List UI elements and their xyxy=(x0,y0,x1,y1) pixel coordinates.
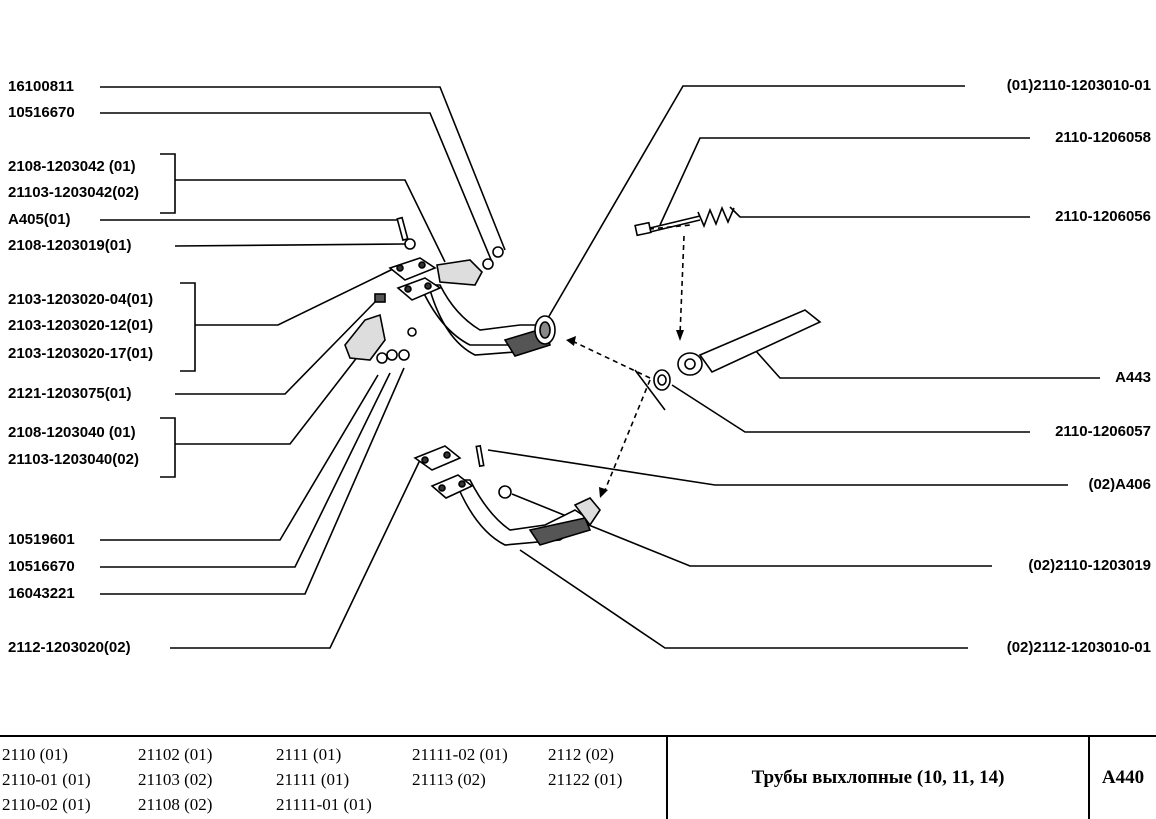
leader-line xyxy=(754,349,1100,379)
part-label: 2103-1203020-12(01) xyxy=(8,317,154,334)
model-entry: 21108 (02) xyxy=(138,795,213,814)
leader-line xyxy=(519,549,968,649)
assembly-line xyxy=(634,369,666,411)
arrow-head xyxy=(599,487,608,498)
part-label: 2121-1203075(01) xyxy=(8,385,132,402)
part-label: 2108-1203042 (01) xyxy=(8,158,136,175)
model-entry: 21111 (01) xyxy=(276,770,350,789)
part-label: (02)2112-1203010-01 xyxy=(1006,639,1151,656)
leader-line xyxy=(175,301,376,395)
model-entry: 21103 (02) xyxy=(138,770,213,789)
model-entry: 21113 (02) xyxy=(412,770,486,789)
exhaust-pipes-diagram: 16100811 10516670 2108-1203042 (01) 2110… xyxy=(8,77,1151,656)
divider xyxy=(1088,737,1090,819)
part-label: (02)2110-1203019 xyxy=(1028,557,1151,574)
part-label: 10516670 xyxy=(8,558,75,575)
part-label: 2110-1206057 xyxy=(1055,423,1151,440)
model-entry: 2110-02 (01) xyxy=(2,795,91,814)
arrow-head xyxy=(676,330,684,341)
part-label: A443 xyxy=(1115,369,1151,386)
part-label: 2112-1203020(02) xyxy=(8,639,131,656)
part-label: 10519601 xyxy=(8,531,75,548)
sheet-code: A440 xyxy=(1101,767,1145,788)
leader-line xyxy=(100,112,493,263)
leader-line xyxy=(174,243,406,247)
leader-line xyxy=(671,384,1030,433)
part-label: (02)A406 xyxy=(1088,476,1151,493)
title-block: 2110 (01) 21102 (01) 2111 (01) 21111-02 … xyxy=(0,735,1156,819)
leader-line xyxy=(170,459,421,649)
leader-line xyxy=(659,137,1030,226)
bolt-with-spring xyxy=(634,205,735,237)
part-label: 2108-1203019(01) xyxy=(8,237,132,254)
assembly-arrow xyxy=(602,379,651,496)
part-label: 2108-1203040 (01) xyxy=(8,424,136,441)
leader-line xyxy=(175,179,446,263)
sheet-title: Трубы выхлопные (10, 11, 14) xyxy=(751,767,1005,788)
front-pipe-02 xyxy=(413,444,601,546)
front-pipe-01 xyxy=(344,216,556,364)
leader-line xyxy=(100,374,379,541)
leader-line xyxy=(100,372,391,568)
diagram-drawing xyxy=(100,85,1100,649)
leader-line xyxy=(729,206,1030,218)
part-label: 2103-1203020-04(01) xyxy=(8,291,154,308)
part-label: 21103-1203042(02) xyxy=(8,184,139,201)
part-label: 2110-1206056 xyxy=(1055,208,1151,225)
leader-line xyxy=(175,337,373,445)
leader-line xyxy=(195,267,396,326)
assembly-arrow xyxy=(679,235,685,336)
model-entry: 21122 (01) xyxy=(548,770,623,789)
part-label: 2103-1203020-17(01) xyxy=(8,345,154,362)
resonator-pipe xyxy=(653,309,822,391)
part-label: A405(01) xyxy=(8,211,71,228)
part-label: 16043221 xyxy=(8,585,75,602)
model-entry: 2110 (01) xyxy=(2,745,68,764)
leader-line xyxy=(100,367,405,595)
model-entry: 21102 (01) xyxy=(138,745,213,764)
part-label: 21103-1203040(02) xyxy=(8,451,139,468)
leader-line xyxy=(100,86,506,251)
model-entry: 21111-02 (01) xyxy=(412,745,508,764)
model-entry: 2111 (01) xyxy=(276,745,342,764)
part-label: (01)2110-1203010-01 xyxy=(1006,77,1151,94)
model-entry: 2110-01 (01) xyxy=(2,770,91,789)
part-label: 2110-1206058 xyxy=(1055,129,1151,146)
bracket xyxy=(160,417,176,478)
leader-line xyxy=(487,449,1068,486)
model-entry: 21111-01 (01) xyxy=(276,795,372,814)
bracket xyxy=(160,153,176,214)
part-label: 16100811 xyxy=(8,78,74,95)
leader-line xyxy=(547,85,965,319)
part-label: 10516670 xyxy=(8,104,75,121)
arrow-head xyxy=(566,336,576,346)
divider xyxy=(666,737,668,819)
model-entry: 2112 (02) xyxy=(548,745,614,764)
bracket xyxy=(180,282,196,372)
assembly-arrow xyxy=(569,339,651,379)
